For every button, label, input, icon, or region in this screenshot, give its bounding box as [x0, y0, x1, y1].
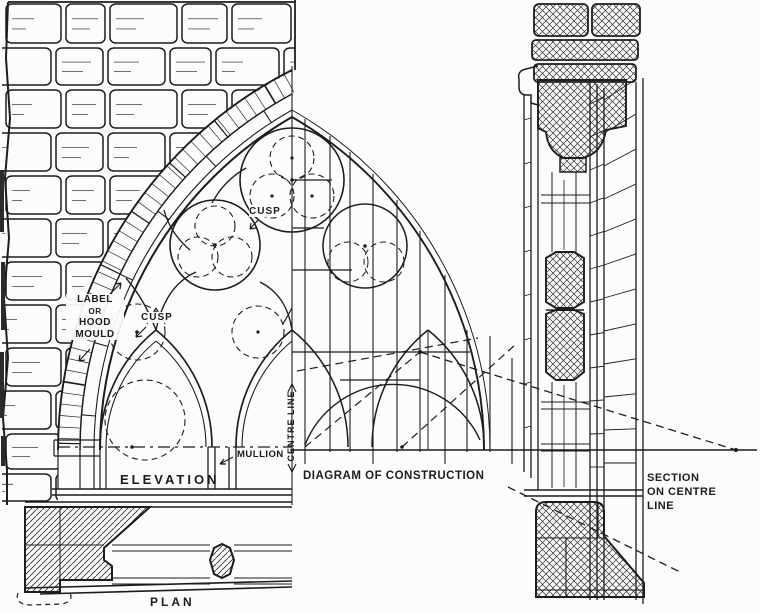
label-cusp-upper: CUSP [249, 206, 281, 217]
label-section-line: LINE [647, 500, 675, 512]
plan-view [16, 501, 293, 606]
label-hood-mould-line: LABEL [77, 294, 113, 305]
springing-line [58, 446, 757, 451]
leader-arrows [78, 219, 259, 465]
label-diagram-of-construction: DIAGRAM OF CONSTRUCTION [303, 470, 485, 482]
label-centre-line: CENTRE LINE [286, 390, 296, 462]
label-section-line: SECTION [647, 472, 700, 484]
projection-lines [419, 351, 738, 573]
section-view [517, 3, 645, 604]
label-plan: PLAN [150, 595, 195, 609]
label-cusp-lower: CUSP [141, 312, 173, 323]
label-section-line: ON CENTRE [647, 486, 717, 498]
construction-diagram [291, 109, 517, 464]
label-hood-mould-line: OR [88, 306, 102, 316]
label-mullion: MULLION [237, 449, 284, 460]
scan-edge-smudge [0, 170, 5, 466]
label-stop [53, 439, 100, 457]
label-hood-mould-line: HOOD [79, 317, 111, 328]
label-hood-mould: LABEL OR HOOD MOULD [66, 294, 124, 340]
label-hood-mould-line: MOULD [75, 328, 115, 340]
masonry-wall [2, 3, 295, 502]
centre-line-arrows [287, 382, 297, 474]
label-section: SECTION ON CENTRE LINE [647, 471, 716, 513]
label-elevation: ELEVATION [120, 472, 220, 487]
